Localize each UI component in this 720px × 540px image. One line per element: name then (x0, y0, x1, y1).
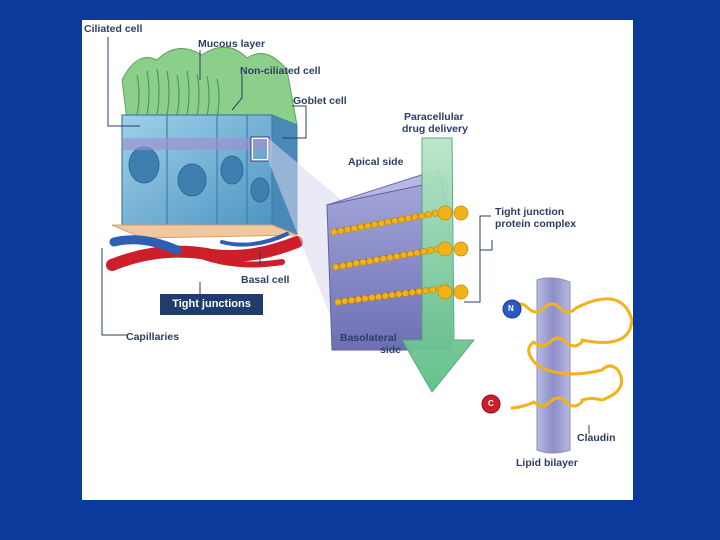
leader-lines (101, 37, 590, 434)
c-terminus-marker (481, 394, 501, 414)
capillary-red (106, 236, 303, 271)
protein-bead (406, 250, 414, 258)
label-paracellular-line1: Paracellular (404, 111, 464, 123)
protein-bead (422, 287, 430, 295)
label-tight-junction-line2: protein complex (495, 218, 577, 230)
protein-bead (364, 222, 372, 230)
protein-bead (428, 286, 437, 294)
diagram-panel: Ciliated cell Mucous layer Non-ciliated … (82, 20, 633, 500)
label-tight-junction-line1: Tight junction (495, 206, 565, 218)
protein-bead (418, 212, 426, 220)
protein-bead (399, 251, 408, 259)
protein-bead (341, 297, 349, 305)
junction-knob (453, 241, 469, 257)
protein-bead (359, 258, 367, 266)
protein-bead (330, 228, 338, 236)
label-apical-side: Apical side (348, 156, 404, 168)
protein-bead (368, 294, 376, 302)
nucleus (220, 155, 244, 185)
protein-bead (345, 261, 354, 269)
cilia (136, 68, 220, 118)
protein-bead (420, 248, 428, 256)
protein-bead (404, 214, 412, 222)
tight-junction-band (122, 138, 272, 150)
junction-knob (437, 241, 453, 257)
protein-bead (343, 225, 352, 234)
junction-knob (437, 284, 453, 300)
protein-bead (332, 263, 340, 271)
protein-bead (352, 259, 360, 267)
label-basal-cell: Basal cell (241, 274, 290, 286)
protein-bead (350, 224, 358, 232)
protein-bead (408, 288, 416, 296)
protein-bead (395, 290, 403, 298)
basement-membrane (111, 224, 298, 239)
label-capillaries: Capillaries (126, 331, 180, 343)
epithelium-illustration (101, 37, 633, 454)
label-c-terminus: C (488, 399, 494, 408)
label-basolateral-line1: Basolateral (340, 332, 397, 344)
label-ciliated-cell: Ciliated cell (84, 23, 143, 35)
junction-knob (437, 205, 453, 221)
protein-bead (354, 295, 362, 303)
protein-bead (397, 215, 406, 224)
protein-bead (357, 223, 365, 231)
mucous-layer-shape (121, 46, 298, 126)
capillary-blue (109, 235, 182, 255)
protein-bead (426, 246, 435, 254)
protein-bead (411, 213, 419, 221)
protein-bead (386, 253, 394, 262)
label-mucous-layer: Mucous layer (198, 38, 266, 50)
lipid-bilayer-strip (536, 277, 571, 454)
claudin-protein (510, 297, 633, 410)
protein-bead (366, 257, 374, 265)
protein-bead (337, 227, 345, 235)
capillary-blue-small (220, 232, 289, 247)
nucleus (250, 177, 270, 203)
junction-knob (453, 205, 469, 221)
protein-bead (401, 289, 410, 297)
protein-bead (334, 298, 342, 306)
label-claudin: Claudin (577, 432, 616, 444)
label-lipid-bilayer: Lipid bilayer (516, 457, 578, 469)
protein-bead (381, 292, 389, 300)
protein-bead (415, 287, 423, 296)
paracellular-arrow (401, 137, 476, 393)
protein-bead (384, 218, 392, 226)
n-terminus-marker (502, 299, 522, 319)
protein-bead (377, 219, 385, 227)
protein-bead (393, 252, 401, 260)
protein-bead (413, 249, 421, 257)
protein-bead (391, 217, 399, 225)
label-goblet-cell: Goblet cell (293, 95, 347, 107)
protein-bead (372, 256, 381, 264)
label-non-ciliated-cell: Non-ciliated cell (240, 65, 321, 77)
label-n-terminus: N (508, 304, 514, 313)
protein-bead (347, 296, 356, 304)
protein-bead (431, 209, 439, 217)
protein-bead (374, 293, 383, 301)
protein-bead (339, 262, 347, 270)
capillary-red-branch (189, 249, 285, 268)
label-basolateral-line2: side (380, 344, 402, 356)
protein-bead (388, 291, 396, 299)
nucleus (177, 163, 207, 197)
protein-bead (361, 294, 369, 303)
label-paracellular-line2: drug delivery (402, 123, 468, 135)
protein-bead (370, 220, 379, 229)
protein-bead (424, 210, 433, 219)
nucleus (128, 146, 160, 184)
tight-junction-strands (330, 205, 469, 306)
protein-bead (379, 255, 387, 263)
zoom-projection (268, 138, 344, 350)
junction-knob (453, 284, 469, 300)
label-tight-junctions: Tight junctions (160, 294, 263, 315)
